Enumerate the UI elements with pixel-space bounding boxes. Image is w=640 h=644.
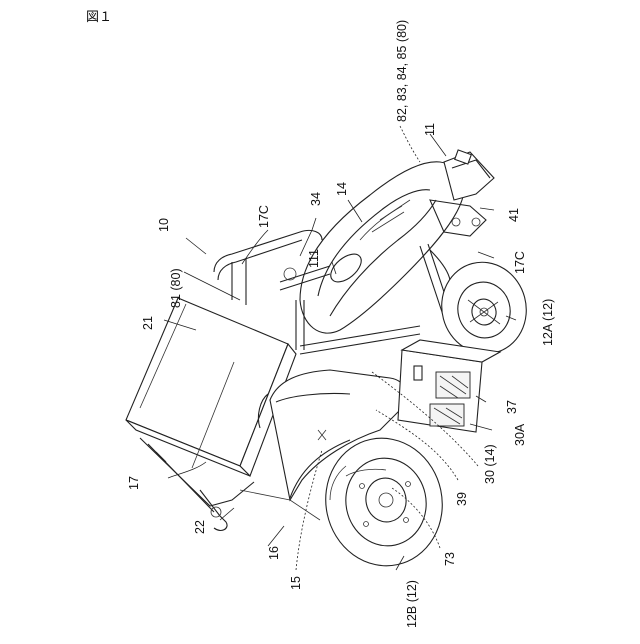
- label-14: 14: [335, 182, 349, 196]
- label-39: 39: [455, 492, 469, 506]
- control-box: [398, 340, 500, 432]
- label-12a: 12A (12): [541, 299, 555, 346]
- label-30: 30 (14): [483, 444, 497, 484]
- label-30a: 30A: [513, 423, 527, 446]
- label-41: 41: [507, 208, 521, 222]
- label-81: 81 (80): [169, 268, 183, 308]
- label-12b: 12B (12): [405, 580, 419, 628]
- label-15: 15: [289, 576, 303, 590]
- label-37: 37: [505, 400, 519, 414]
- label-73: 73: [443, 552, 457, 566]
- label-17c-right: 17C: [513, 251, 527, 274]
- seat-body: [300, 162, 464, 333]
- figure-title: 図１: [86, 6, 112, 25]
- label-82-85: 82, 83, 84, 85 (80): [395, 20, 409, 122]
- label-111: 111: [307, 249, 321, 268]
- label-10: 10: [157, 218, 171, 232]
- label-17: 17: [127, 476, 141, 490]
- label-21: 21: [141, 316, 155, 330]
- label-22: 22: [193, 520, 207, 534]
- label-16: 16: [267, 546, 281, 560]
- label-11: 11: [423, 123, 437, 136]
- label-17c-top: 17C: [257, 205, 271, 228]
- label-34: 34: [309, 192, 323, 206]
